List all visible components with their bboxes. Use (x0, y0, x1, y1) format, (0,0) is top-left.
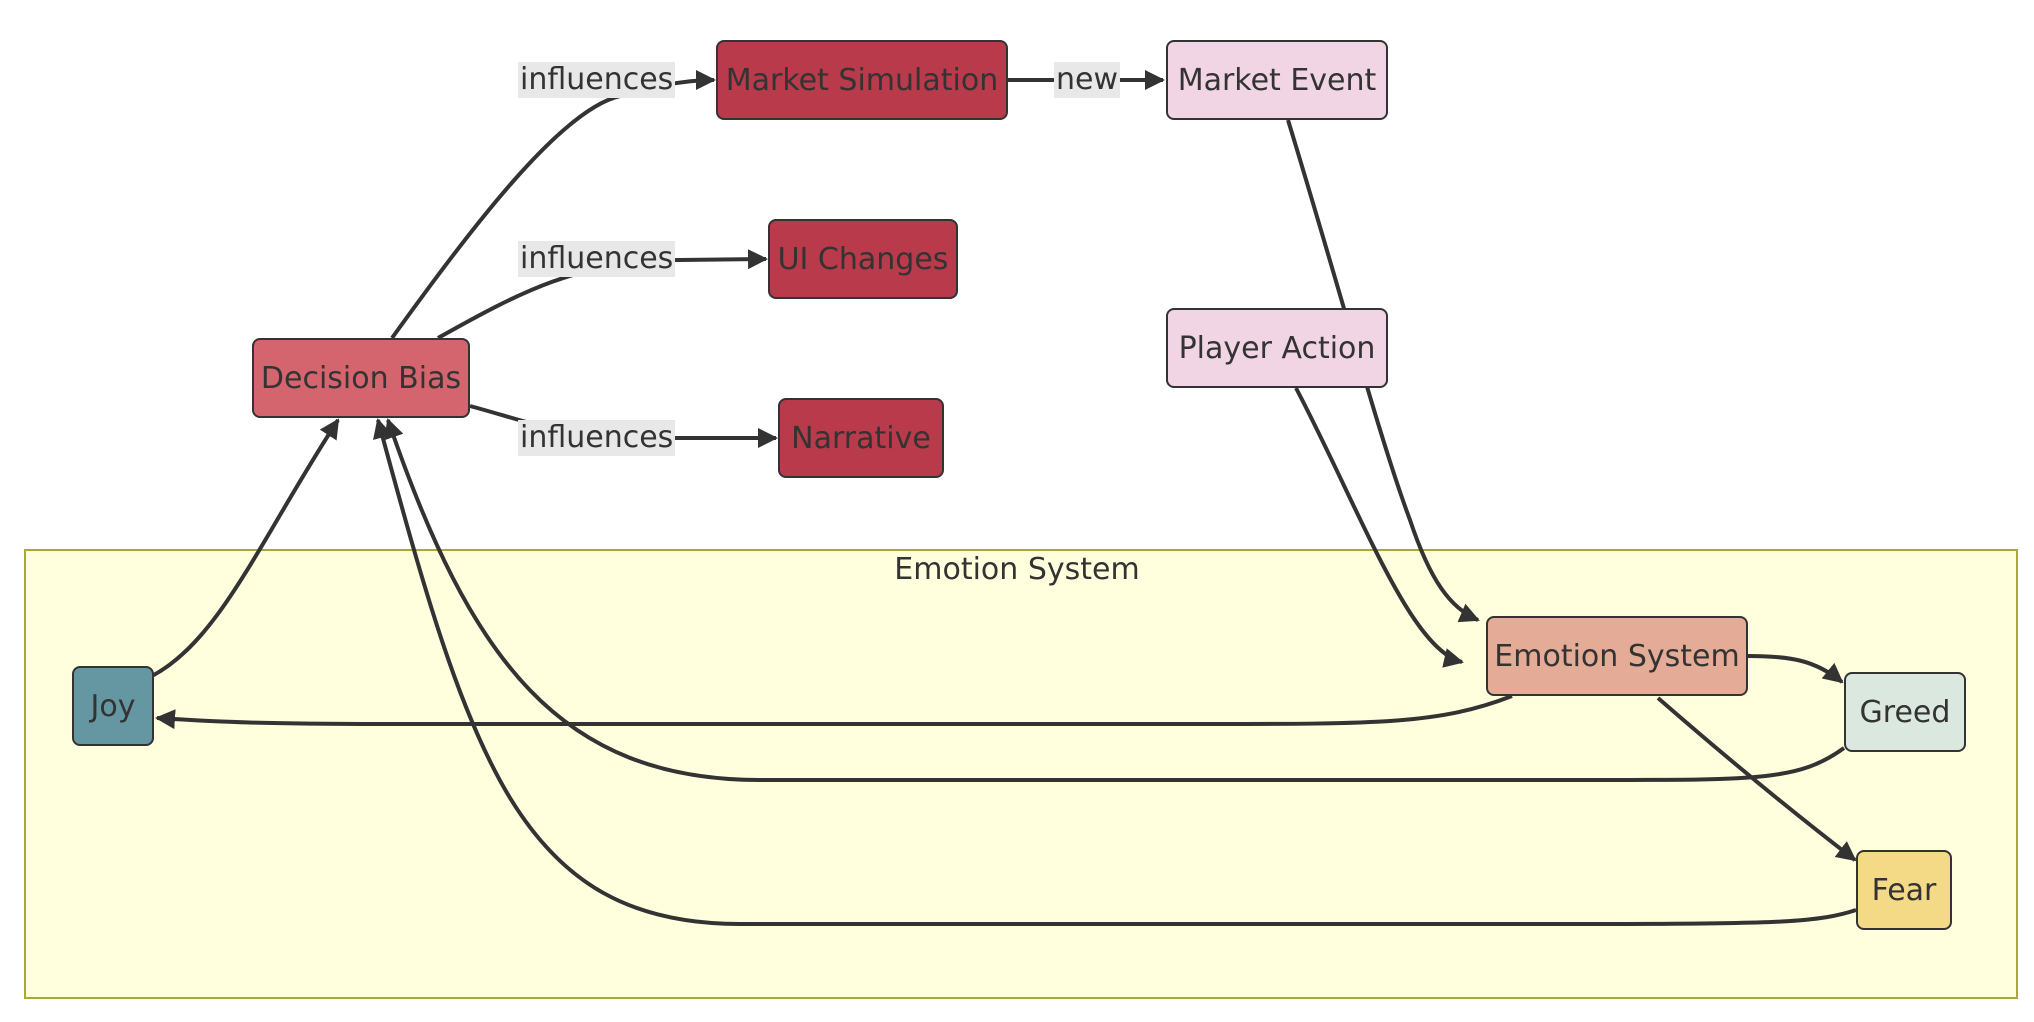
node-market-simulation[interactable]: Market Simulation (716, 40, 1008, 120)
node-ui-changes[interactable]: UI Changes (768, 219, 958, 299)
node-fear[interactable]: Fear (1856, 850, 1952, 930)
edge-joy-to-bias (151, 418, 340, 678)
edge-action-to-emotion (1294, 387, 1464, 668)
node-joy[interactable]: Joy (72, 666, 154, 746)
edge-label-bias-to-market-simulation: influences (518, 62, 676, 98)
edge-fear-to-bias (373, 418, 1857, 926)
edge-emotion-to-fear (1656, 696, 1857, 862)
node-emotion-system[interactable]: Emotion System (1486, 616, 1748, 696)
edge-label-market-simulation-to-event: new (1054, 62, 1121, 98)
edge-greed-to-bias (384, 418, 1846, 782)
node-decision-bias[interactable]: Decision Bias (252, 338, 470, 418)
edge-label-bias-to-narrative: influences (518, 420, 676, 456)
node-player-action[interactable]: Player Action (1166, 308, 1388, 388)
node-narrative[interactable]: Narrative (778, 398, 944, 478)
node-market-event[interactable]: Market Event (1166, 40, 1388, 120)
edge-emotion-to-greed (1747, 654, 1844, 684)
cluster-title: Emotion System (894, 552, 1140, 587)
edge-event-to-emotion (1286, 119, 1480, 623)
node-greed[interactable]: Greed (1844, 672, 1966, 752)
edge-bias-to-market-simulation (390, 70, 716, 340)
edge-label-bias-to-ui-changes: influences (518, 241, 676, 277)
edge-emotion-to-joy (155, 694, 1513, 730)
